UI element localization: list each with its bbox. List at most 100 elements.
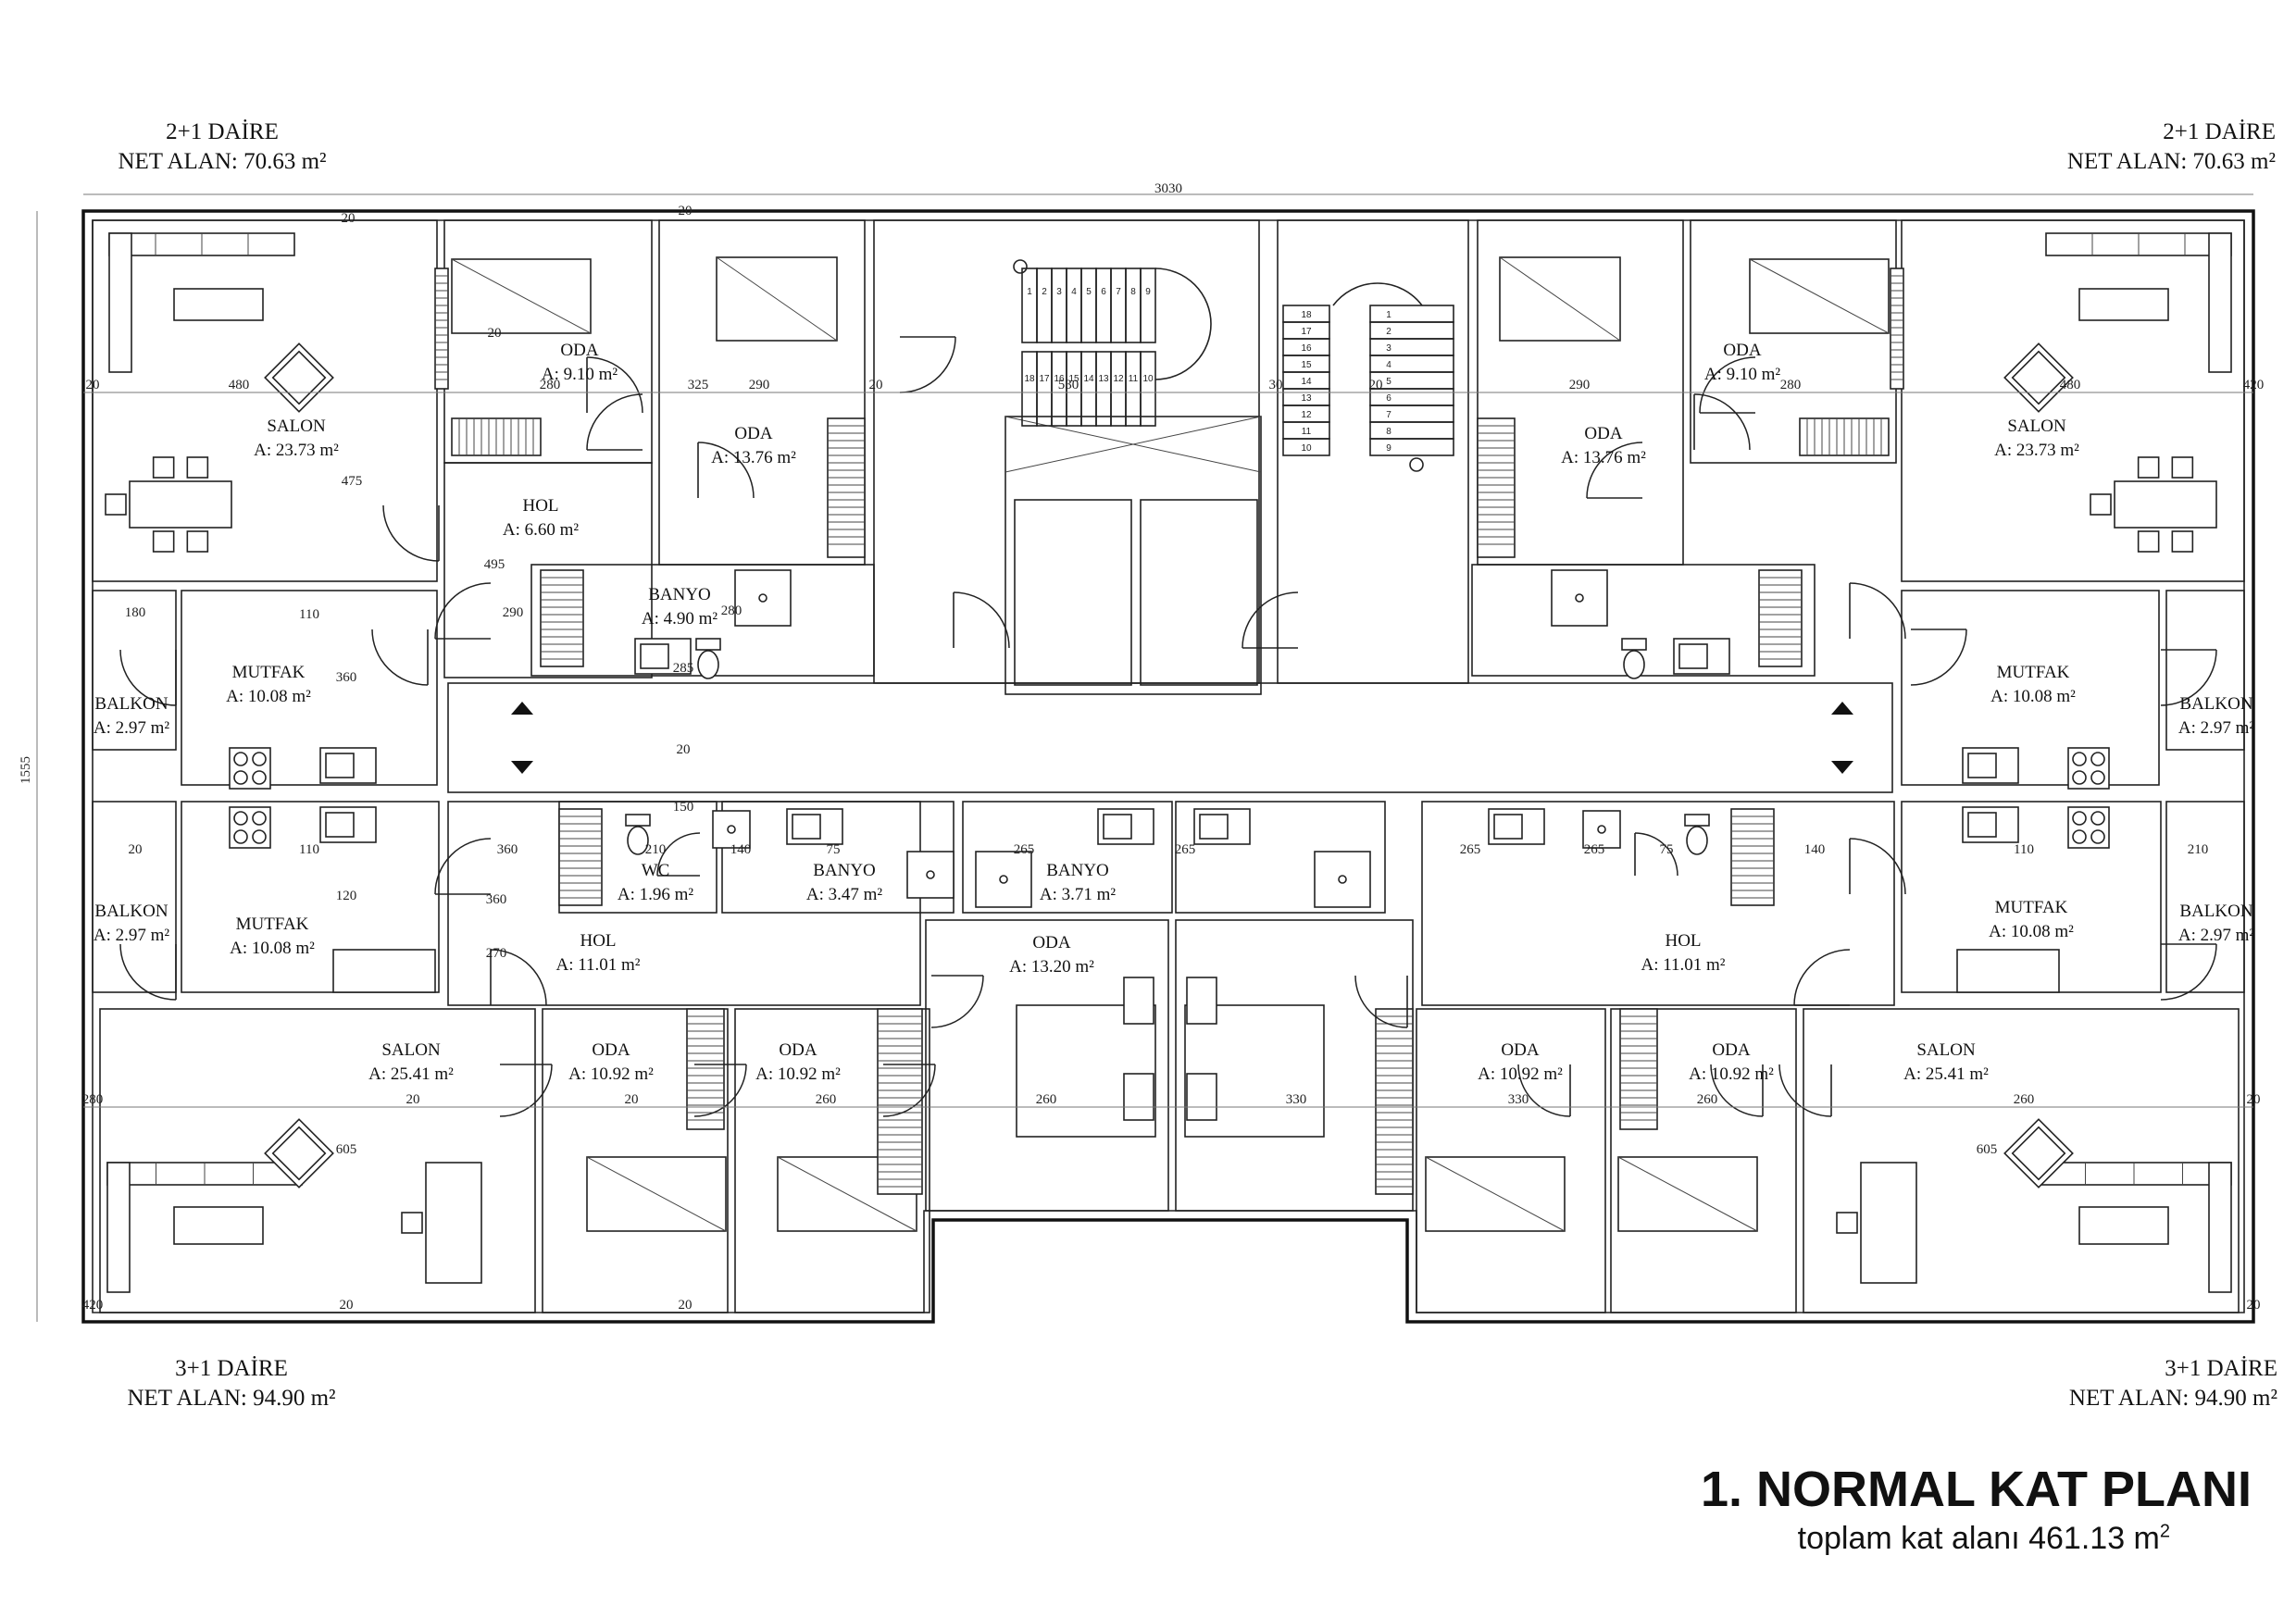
dim-label: 330 [1508, 1092, 1529, 1107]
wardrobe-body [1375, 1008, 1414, 1195]
dim-label: 150 [673, 800, 694, 815]
dim-overall-height-label: 1555 [19, 756, 33, 784]
toilet-bowl [1623, 650, 1645, 679]
door-swing [1793, 949, 1851, 1006]
room-name: ODA [1584, 424, 1622, 443]
toilet [695, 638, 721, 679]
stair-step [1140, 268, 1156, 343]
room-name: ODA [1712, 1040, 1750, 1060]
door-swing [899, 336, 956, 393]
corridor-arrow [1831, 702, 1853, 715]
stair-number: 10 [1142, 374, 1154, 384]
door [693, 1064, 747, 1117]
tl-mutfak-wall [181, 590, 438, 786]
elevator-2 [1140, 499, 1258, 686]
room-name: BANYO [648, 585, 711, 604]
door-swing [1778, 1064, 1832, 1117]
dim-label: 260 [1697, 1092, 1718, 1107]
bed-cover [451, 258, 592, 334]
dim-label: 20 [340, 1298, 354, 1313]
dim-label: 330 [1286, 1092, 1307, 1107]
stair-number: 12 [1301, 410, 1312, 420]
dim-overall-width-label: 3030 [1154, 181, 1182, 196]
room-label-bl-wc: WCA: 1.96 m² [618, 861, 694, 904]
room-area: A: 13.76 m² [1561, 448, 1646, 467]
dim-label: 360 [486, 892, 507, 907]
dim-label: 140 [1804, 842, 1826, 857]
door [1710, 1064, 1764, 1117]
stove [2067, 747, 2110, 790]
sofa-side [108, 232, 132, 373]
unit-type: 3+1 DAİRE [2165, 1356, 2277, 1381]
burner [2090, 770, 2105, 785]
stair-step [1036, 268, 1053, 343]
wardrobe [827, 417, 866, 558]
door-swing [1517, 1064, 1571, 1117]
dim-label: 280 [1780, 378, 1802, 392]
door [586, 393, 643, 451]
coffee-table [2078, 1206, 2169, 1245]
door-swing [2160, 943, 2217, 1001]
sink-bowl [1678, 643, 1708, 669]
sink [786, 808, 843, 845]
room-area: A: 11.01 m² [555, 955, 640, 975]
room-area: A: 10.08 m² [230, 939, 315, 958]
door [382, 504, 440, 562]
stove [229, 747, 271, 790]
dim-label: 270 [486, 946, 507, 961]
chair [186, 530, 209, 553]
stair-number: 4 [1071, 287, 1077, 297]
room-label-bl-mutfak: MUTFAK A: 10.08 m² [230, 915, 315, 958]
sink [1488, 808, 1545, 845]
bed-cover [586, 1156, 727, 1232]
room-area: A: 3.47 m² [806, 885, 883, 904]
bl-oda-1-wall [542, 1008, 729, 1313]
chair [2090, 493, 2112, 516]
stair-step [1369, 305, 1454, 323]
shower-drain [1338, 875, 1347, 884]
burner [252, 752, 267, 766]
armchair [264, 342, 334, 413]
stair-step [1110, 351, 1127, 427]
dim-label: 20 [679, 1298, 693, 1313]
room-name: MUTFAK [1997, 663, 2070, 682]
dim-label: 265 [1175, 842, 1196, 857]
stair-number: 18 [1024, 374, 1035, 384]
sink-bowl [325, 812, 355, 838]
shower-tray [1314, 851, 1371, 908]
bed-cover [716, 256, 838, 342]
chair [1836, 1212, 1858, 1234]
dim-label: 360 [336, 670, 357, 685]
stair-landing [1332, 282, 1423, 306]
door-swing [1910, 629, 1967, 686]
room-area: A: 10.08 m² [1989, 922, 2074, 941]
room-name: SALON [1916, 1040, 1976, 1060]
table-top [425, 1162, 482, 1284]
door-swing [693, 1064, 747, 1117]
wardrobe-body [1730, 808, 1775, 906]
dim-label: 265 [1460, 842, 1481, 857]
bed-cover [777, 1156, 917, 1232]
unit-net-area: NET ALAN: 70.63 m² [118, 149, 327, 174]
stair-step [1095, 351, 1112, 427]
stair-number: 16 [1301, 343, 1312, 354]
room-name: MUTFAK [236, 915, 309, 934]
room-area: A: 23.73 m² [1994, 441, 2079, 460]
dim-label: 260 [1036, 1092, 1057, 1107]
door [434, 838, 492, 895]
dim-label: 280 [82, 1092, 104, 1107]
room-name: SALON [267, 417, 326, 436]
core-elevator-shaft [1004, 416, 1262, 695]
sofa-side [2208, 1162, 2232, 1293]
coffee-table [173, 1206, 264, 1245]
burner [2072, 811, 2087, 826]
stair-number: 11 [1302, 427, 1312, 437]
